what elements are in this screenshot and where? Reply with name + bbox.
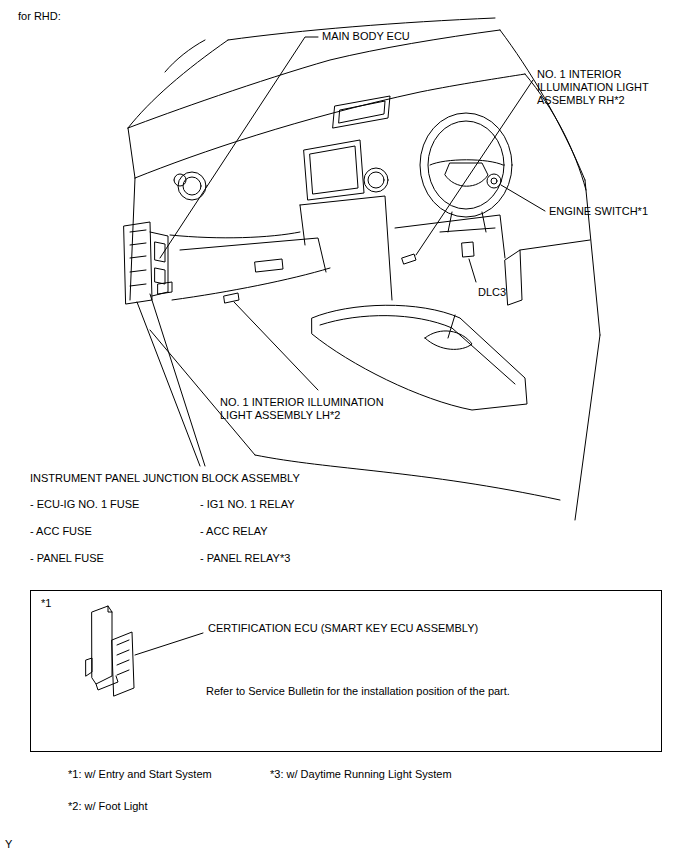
callout-number: *1 xyxy=(41,597,51,610)
fuse-relay-item: - ECU-IG NO. 1 FUSE xyxy=(30,498,139,511)
leader-line xyxy=(501,185,545,211)
leader-line xyxy=(234,302,318,390)
footnote: *2: w/ Foot Light xyxy=(68,800,148,813)
fuse-relay-item: - ACC RELAY xyxy=(200,525,268,538)
fuse-relay-item: - PANEL RELAY*3 xyxy=(200,552,290,565)
part-label: NO. 1 INTERIOR ILLUMINATION LIGHT ASSEMB… xyxy=(537,68,662,107)
section-title: for RHD: xyxy=(18,10,61,23)
leader-lines xyxy=(135,37,545,655)
leader-line xyxy=(150,294,205,466)
page-code: Y xyxy=(5,838,12,851)
footnote: *3: w/ Daytime Running Light System xyxy=(270,768,452,781)
leader-line xyxy=(416,80,533,255)
fuse-relay-item: - ACC FUSE xyxy=(30,525,92,538)
note-text: Refer to Service Bulletin for the instal… xyxy=(206,685,510,698)
leader-line xyxy=(469,259,476,282)
part-label: MAIN BODY ECU xyxy=(322,30,410,43)
part-label: NO. 1 INTERIOR ILLUMINATION LIGHT ASSEMB… xyxy=(220,396,410,422)
part-label: DLC3 xyxy=(478,286,506,299)
leader-line xyxy=(137,302,200,466)
leader-line xyxy=(160,37,318,258)
part-label: ENGINE SWITCH*1 xyxy=(549,205,648,218)
fuse-relay-item: - IG1 NO. 1 RELAY xyxy=(200,498,295,511)
part-label: INSTRUMENT PANEL JUNCTION BLOCK ASSEMBLY xyxy=(30,472,300,485)
leader-line xyxy=(135,633,203,655)
footnote: *1: w/ Entry and Start System xyxy=(68,768,212,781)
fuse-relay-item: - PANEL FUSE xyxy=(30,552,104,565)
part-label: CERTIFICATION ECU (SMART KEY ECU ASSEMBL… xyxy=(208,622,478,635)
note-box: *1CERTIFICATION ECU (SMART KEY ECU ASSEM… xyxy=(30,590,662,752)
